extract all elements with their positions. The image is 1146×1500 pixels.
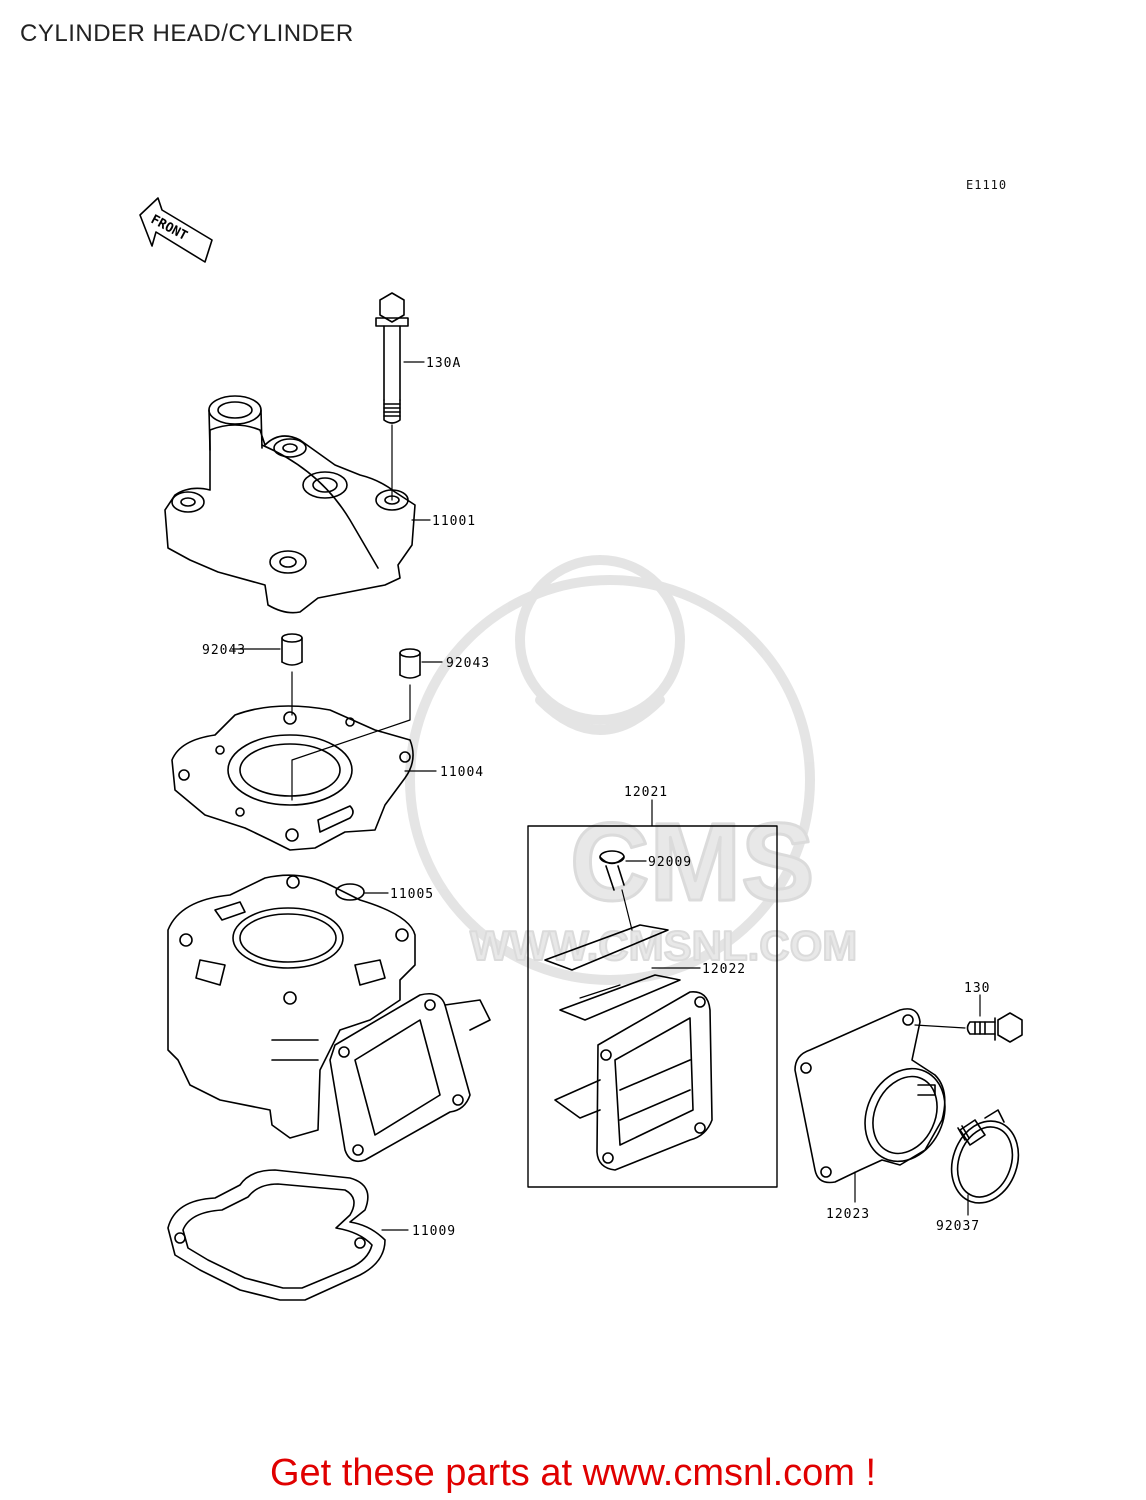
part-label: 12022 [702,962,746,977]
reed-valve-cage [554,991,713,1171]
part-label: 11009 [412,1224,456,1239]
cylinder [167,874,491,1163]
cylinder-head [164,395,416,614]
head-gasket [171,705,414,851]
part-label: 92009 [648,855,692,870]
dowel-pin-right [399,648,421,679]
bolt-130 [966,1012,1023,1043]
watermark-brand: CMS [570,801,814,924]
bolt-130a [375,292,409,424]
part-label: 11001 [432,514,476,529]
part-label: 92043 [446,656,490,671]
front-arrow-icon: FRONT [139,197,213,263]
part-label: 130 [964,981,990,996]
part-label: 11005 [390,887,434,902]
reed-petal [559,974,681,1021]
base-gasket [167,1169,386,1301]
reed-stopper-plate [544,924,669,971]
part-label: 12023 [826,1207,870,1222]
watermark-logo: CMS WWW.CMSNL.COM [405,555,858,985]
footer-parts-link[interactable]: Get these parts at www.cmsnl.com ! [269,1452,877,1494]
part-label: 92037 [936,1219,980,1234]
dowel-pin-left [281,633,303,666]
intake-manifold [794,1008,946,1184]
hose-clamp [950,1109,1020,1204]
part-label: 92043 [202,643,246,658]
screw-92009 [599,850,625,891]
diagram-code: E1110 [966,178,1008,192]
part-label: 12021 [624,785,668,800]
part-label: 11004 [440,765,484,780]
page-title: CYLINDER HEAD/CYLINDER [20,20,354,47]
part-label: 130A [426,356,461,371]
